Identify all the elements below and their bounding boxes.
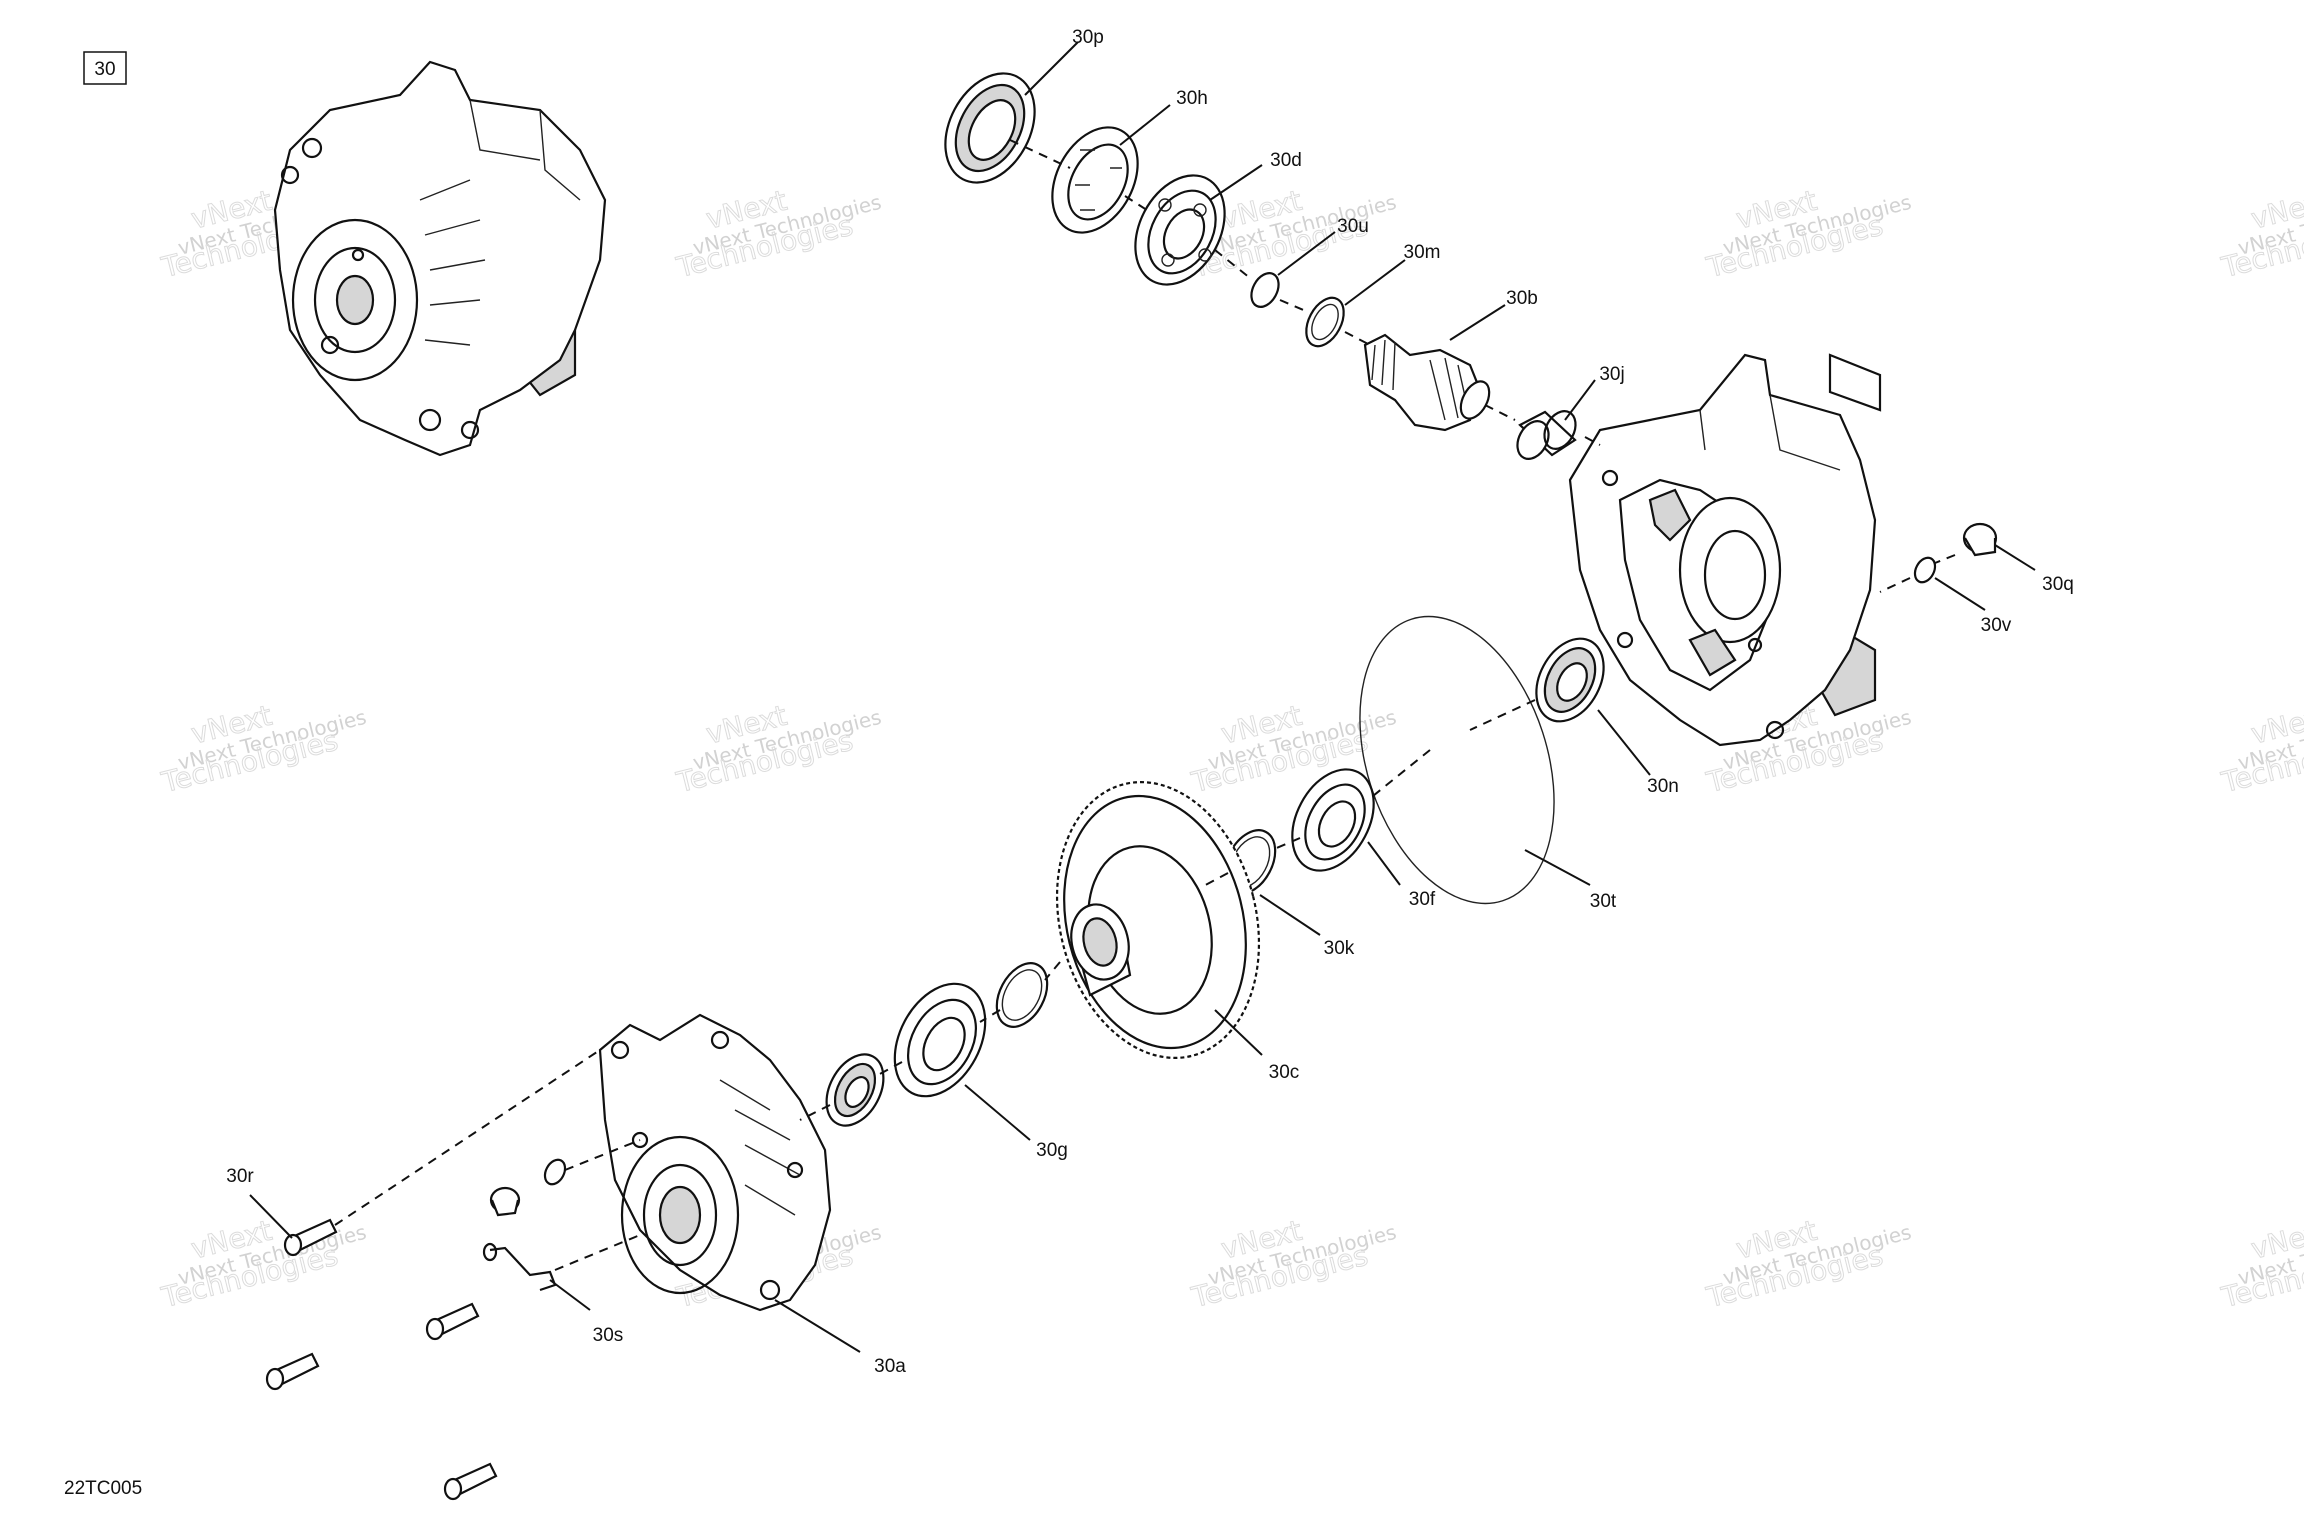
part-30c-ring-gear xyxy=(1055,781,1261,1059)
part-30r-bolts xyxy=(265,1218,498,1501)
bolt-3 xyxy=(265,1352,320,1391)
group-number: 30 xyxy=(94,59,115,80)
callout-30f: 30f xyxy=(1409,889,1436,910)
part-seal-lower xyxy=(825,1053,885,1127)
callout-30p: 30p xyxy=(1072,27,1104,48)
part-30n-seal xyxy=(1535,637,1605,723)
callout-30v: 30v xyxy=(1981,615,2012,636)
callout-30j: 30j xyxy=(1599,364,1624,385)
part-30j-needle-bearing xyxy=(1516,410,1577,460)
bolt-2 xyxy=(425,1302,480,1341)
assembly-axes xyxy=(334,139,1956,1271)
callout-30r: 30r xyxy=(226,1166,254,1187)
callout-30a: 30a xyxy=(874,1356,906,1377)
drawing-code: 22TC005 xyxy=(64,1478,142,1499)
bolt-4 xyxy=(443,1462,498,1501)
callout-30s: 30s xyxy=(593,1325,624,1346)
part-30g-ball-bearing xyxy=(893,982,987,1098)
callout-30g: 30g xyxy=(1036,1140,1068,1161)
part-30h-bearing-cage xyxy=(1051,126,1139,234)
sticker-tag xyxy=(1828,353,1882,412)
bolt-1 xyxy=(283,1218,338,1257)
part-30a-housing-cover xyxy=(598,1013,832,1312)
callout-30h: 30h xyxy=(1176,88,1208,109)
callout-30t: 30t xyxy=(1590,891,1617,912)
part-30q-plug xyxy=(1962,522,1998,557)
callout-30k: 30k xyxy=(1324,938,1355,959)
part-drain-plug xyxy=(489,1158,567,1217)
part-30s-vent-tube xyxy=(482,1242,557,1292)
part-30d-ball-bearing xyxy=(1134,174,1226,286)
callout-30u: 30u xyxy=(1337,216,1369,237)
callout-30n: 30n xyxy=(1647,776,1679,797)
part-30v-washer xyxy=(1913,556,1937,584)
callout-labels: 30p 30h 30d 30u 30m 30b 30j 30q 30v 30n … xyxy=(226,27,2074,1377)
callout-30c: 30c xyxy=(1269,1062,1300,1083)
part-30u-circlip xyxy=(1250,272,1280,308)
part-30f-ball-bearing xyxy=(1291,768,1375,872)
callout-30q: 30q xyxy=(2042,574,2074,595)
part-30b-pinion-gear xyxy=(1363,333,1491,432)
part-30t-o-ring xyxy=(1359,615,1555,905)
part-shim-small xyxy=(995,962,1049,1028)
housing-reference-view xyxy=(273,60,607,457)
part-30m-shim xyxy=(1305,296,1345,348)
leader-lines xyxy=(249,41,2036,1353)
callout-30d: 30d xyxy=(1270,150,1302,171)
housing-right xyxy=(1568,353,1877,747)
callout-30b: 30b xyxy=(1506,288,1538,309)
callout-30m: 30m xyxy=(1404,242,1441,263)
part-30p-seal xyxy=(944,72,1036,184)
group-number-box: 30 xyxy=(83,51,127,85)
